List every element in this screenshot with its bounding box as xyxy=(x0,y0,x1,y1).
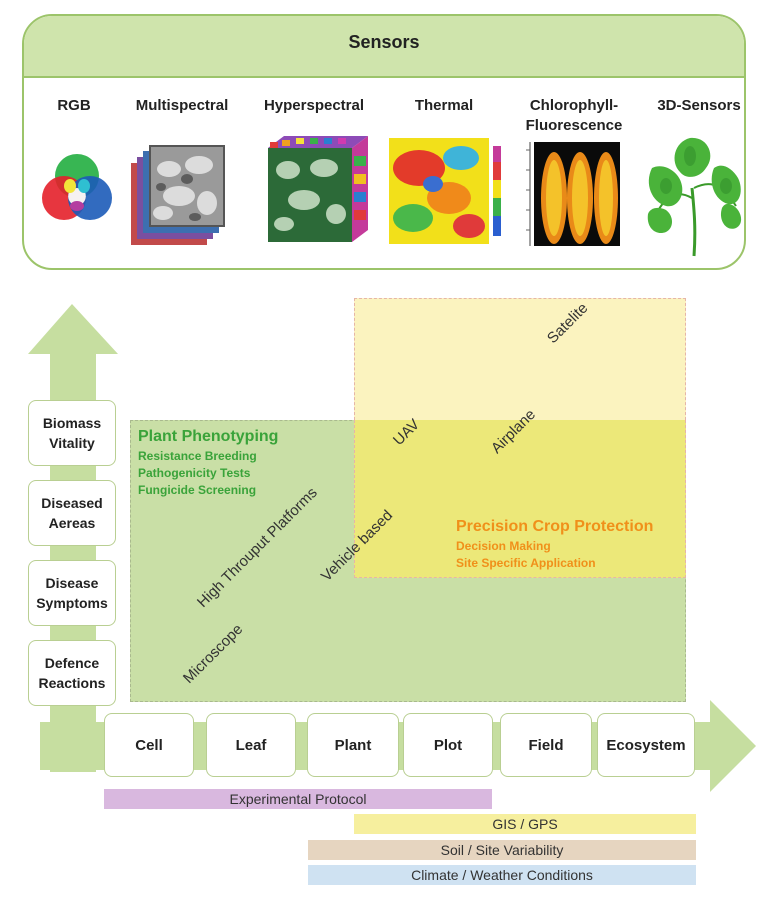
plant-phenotyping-lines: Resistance Breeding Pathogenicity Tests … xyxy=(138,448,257,499)
precision-crop-protection-lines: Decision Making Site Specific Applicatio… xyxy=(456,538,596,572)
thermal-image-icon xyxy=(389,138,501,244)
sensor-label-rgb: RGB xyxy=(57,97,91,114)
precision-crop-protection-region-upper xyxy=(354,298,686,420)
scale-plot: Plot xyxy=(403,713,493,777)
bar-climate-weather: Climate / Weather Conditions xyxy=(308,865,696,885)
plant-phenotyping-title: Plant Phenotyping xyxy=(138,428,279,445)
sensors-header xyxy=(24,16,744,78)
response-diseased-aereas: Diseased Aereas xyxy=(28,480,116,546)
precision-crop-protection-region-lower xyxy=(354,420,686,578)
scale-cell: Cell xyxy=(104,713,194,777)
sensor-label-thermal: Thermal xyxy=(414,97,474,114)
bar-experimental-protocol: Experimental Protocol xyxy=(104,789,492,809)
precision-crop-protection-line: Decision Making xyxy=(456,539,551,553)
response-biomass-vitality: Biomass Vitality xyxy=(28,400,116,466)
sensor-label-multispectral: Multispectral xyxy=(135,97,229,114)
sensors-panel: Sensors RGB Multispectral Hyperspectral … xyxy=(22,14,746,270)
3d-plant-icon xyxy=(647,137,742,257)
precision-crop-protection-line: Site Specific Application xyxy=(456,556,596,570)
sensors-title: Sensors xyxy=(348,32,420,52)
bar-soil-site-variability: Soil / Site Variability xyxy=(308,840,696,860)
sensor-label-hyperspectral: Hyperspectral xyxy=(263,97,365,114)
rgb-venn-icon xyxy=(42,154,112,220)
multispectral-stack-icon xyxy=(131,145,225,245)
plant-phenotyping-line: Pathogenicity Tests xyxy=(138,466,251,480)
bar-gis-gps: GIS / GPS xyxy=(354,814,696,834)
sensor-label-chlorophyll-fluorescence: Chlorophyll- Fluorescence xyxy=(525,97,623,134)
scale-leaf: Leaf xyxy=(206,713,296,777)
response-defence-reactions: Defence Reactions xyxy=(28,640,116,706)
response-disease-symptoms: Disease Symptoms xyxy=(28,560,116,626)
hyperspectral-cube-icon xyxy=(268,136,368,242)
chlorophyll-fluorescence-icon xyxy=(526,142,620,246)
plant-phenotyping-line: Fungicide Screening xyxy=(138,483,257,497)
scale-ecosystem: Ecosystem xyxy=(597,713,695,777)
sensor-label-3d-sensors: 3D-Sensors xyxy=(657,97,741,114)
scale-plant: Plant xyxy=(307,713,399,777)
precision-crop-protection-title: Precision Crop Protection xyxy=(456,518,654,535)
plant-phenotyping-line: Resistance Breeding xyxy=(138,449,257,463)
scale-field: Field xyxy=(500,713,592,777)
